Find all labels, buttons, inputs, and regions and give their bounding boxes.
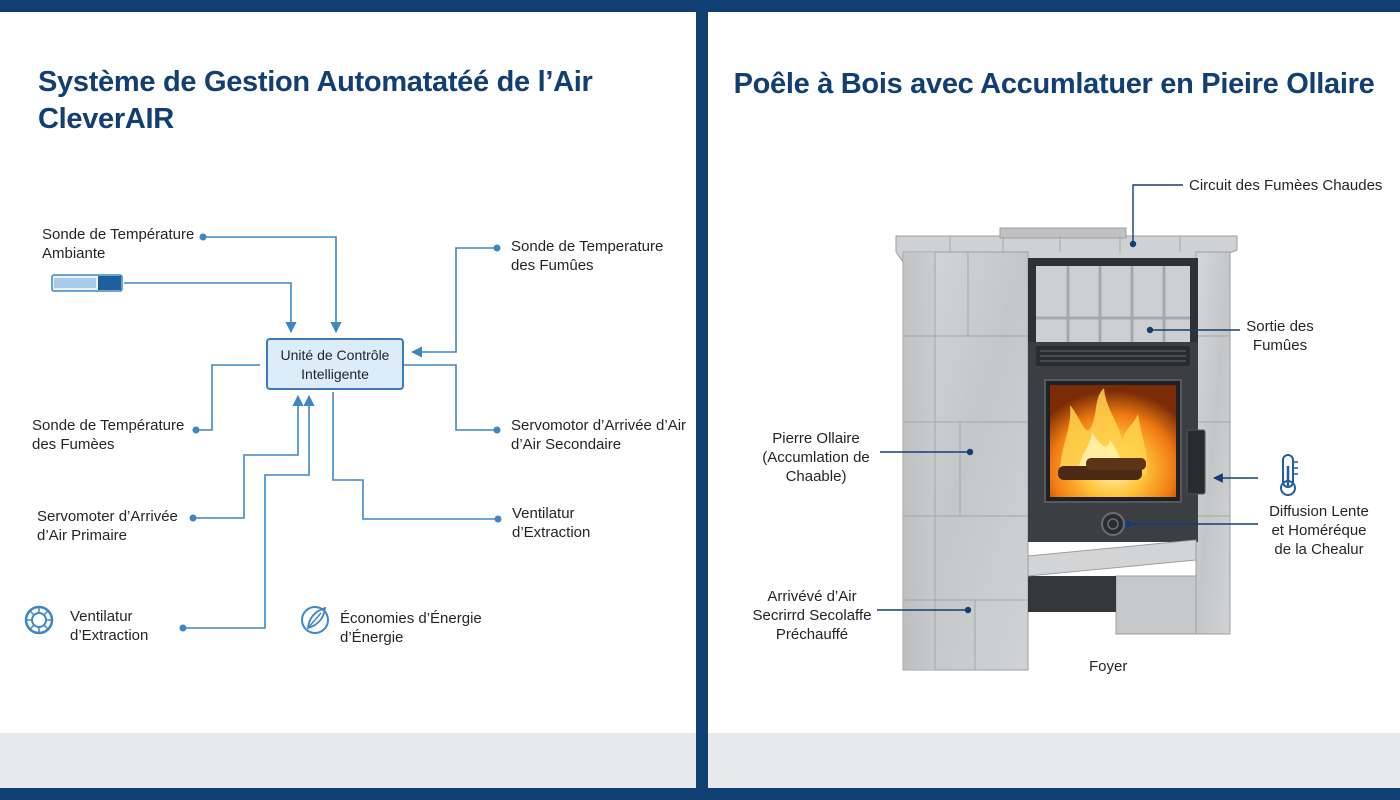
right-panel-floor: [708, 733, 1400, 788]
wire-servo-secondaire: [404, 364, 497, 431]
left-panel-floor: [0, 733, 696, 788]
label-arrivee-air: Arrivévé d’Air Secrirrd Secolaffe Précha…: [748, 587, 876, 644]
smoke-chamber: [1028, 258, 1198, 354]
hearth-plate: [1027, 539, 1197, 577]
label-sonde-fumues-right-l1: Sonde de Temperature: [511, 238, 664, 255]
label-pierre-ollaire: Pierre Ollaire (Accumlation de Chaable): [756, 429, 876, 486]
label-sortie-l1: Sortie des: [1246, 318, 1314, 335]
label-ventilateur-right-l1: Ventilatur: [512, 505, 575, 522]
label-diffusion: Diffusion Lente et Homéréque de la Cheal…: [1262, 502, 1376, 559]
label-servo-secondaire-l2: d’Air Secondaire: [511, 436, 622, 453]
iron-stove-body: [1028, 342, 1206, 542]
label-sonde-fumees-left-l2: des Fumèes: [32, 436, 115, 453]
left-panel-title: Système de Gestion Automatatéé de l’Air …: [38, 64, 678, 138]
stove-illustration: [877, 184, 1298, 671]
label-ventilateur-right: Ventilatur d’Extraction: [512, 504, 590, 542]
dot-ventilateur-right: [494, 515, 502, 523]
dot-sonde-fumues-right: [493, 244, 501, 252]
label-diffusion-l1: Diffusion Lente: [1269, 503, 1369, 520]
lower-stone-block: [1028, 575, 1197, 635]
label-pierre-l2: (Accumlation de: [762, 449, 870, 466]
label-sonde-ambiante: Sonde de Température Ambiante: [42, 225, 194, 263]
dot-ventilateur-bottom: [179, 624, 187, 632]
wire-gauge: [124, 282, 297, 334]
cleverair-diagram-wires: [24, 233, 502, 635]
label-ventilateur-bottom: Ventilatur d’Extraction: [70, 607, 148, 645]
control-unit-line1: Unité de Contrôle: [280, 347, 390, 363]
wire-sonde-ambiante: [203, 236, 342, 334]
leaf-energy-icon: [301, 606, 329, 634]
label-sonde-fumues-right: Sonde de Temperature des Fumûes: [511, 237, 663, 275]
label-sonde-fumues-right-l2: des Fumûes: [511, 257, 594, 274]
wire-sonde-fumues-right: [410, 247, 497, 358]
label-arrivee-l2: Secrirrd Secolaffe: [752, 607, 872, 624]
label-servo-secondaire-l1: Servomotor d’Arrivée d’Air: [511, 417, 687, 434]
label-arrivee-l3: Préchauffé: [775, 626, 849, 643]
label-pierre-l3: Chaable): [785, 468, 847, 485]
label-economies-l2: d’Énergie: [340, 629, 404, 646]
thermometer-icon: [1280, 454, 1298, 496]
wire-servo-primaire: [193, 394, 304, 519]
dot-servo-secondaire: [493, 426, 501, 434]
left-title-line2: CleverAIR: [38, 103, 174, 135]
label-sonde-fumees-left: Sonde de Température des Fumèes: [32, 416, 184, 454]
label-servo-primaire: Servomoter d’Arrivée d’Air Primaire: [37, 507, 178, 545]
temperature-bar-gauge-icon: [51, 274, 123, 292]
label-servo-primaire-l2: d’Air Primaire: [37, 527, 128, 544]
label-sonde-ambiante-l1: Sonde de Température: [42, 226, 195, 243]
label-economies-l1: Économies d’Énergie: [340, 610, 482, 627]
label-ventilateur-bottom-l2: d’Extraction: [70, 627, 149, 644]
wire-sonde-fumees-left: [196, 364, 260, 431]
label-ventilateur-right-l2: d’Extraction: [512, 524, 591, 541]
control-unit-line2: Intelligente: [301, 366, 369, 382]
dot-sonde-ambiante: [199, 233, 207, 241]
wire-ventilateur-right: [332, 392, 498, 520]
label-arrivee-l1: Arrivévé d’Air: [767, 588, 857, 605]
label-diffusion-l3: de la Chealur: [1274, 541, 1364, 558]
fan-ring-icon: [24, 605, 54, 635]
label-foyer: Foyer: [1089, 658, 1128, 675]
wire-ventilateur-bottom: [183, 394, 315, 629]
label-servo-primaire-l1: Servomoter d’Arrivée: [37, 508, 178, 525]
bottom-frame-bar: [0, 788, 1400, 800]
panel-divider: [696, 0, 708, 800]
label-servo-secondaire: Servomotor d’Arrivée d’Air d’Air Seconda…: [511, 416, 686, 454]
label-ventilateur-bottom-l1: Ventilatur: [70, 608, 133, 625]
control-unit-box: Unité de Contrôle Intelligente: [266, 338, 404, 390]
left-stone-column: [902, 251, 1029, 671]
right-panel-title: Poêle à Bois avec Accumlatuer en Pieire …: [733, 68, 1375, 100]
label-economies: Économies d’Énergie d’Énergie: [340, 609, 482, 647]
label-sonde-fumees-left-l1: Sonde de Température: [32, 417, 185, 434]
label-sortie: Sortie des Fumûes: [1242, 317, 1318, 355]
label-sortie-l2: Fumûes: [1252, 337, 1308, 354]
leader-circuit: [1132, 184, 1183, 242]
left-title-line1: Système de Gestion Automatatéé de l’Air: [38, 66, 593, 98]
label-pierre-l1: Pierre Ollaire: [772, 430, 860, 447]
label-diffusion-l2: et Homéréque: [1271, 522, 1367, 539]
dot-servo-primaire: [189, 514, 197, 522]
label-circuit: Circuit des Fumèes Chaudes: [1189, 177, 1383, 194]
label-sonde-ambiante-l2: Ambiante: [42, 245, 106, 262]
dot-sonde-fumees-left: [192, 426, 200, 434]
